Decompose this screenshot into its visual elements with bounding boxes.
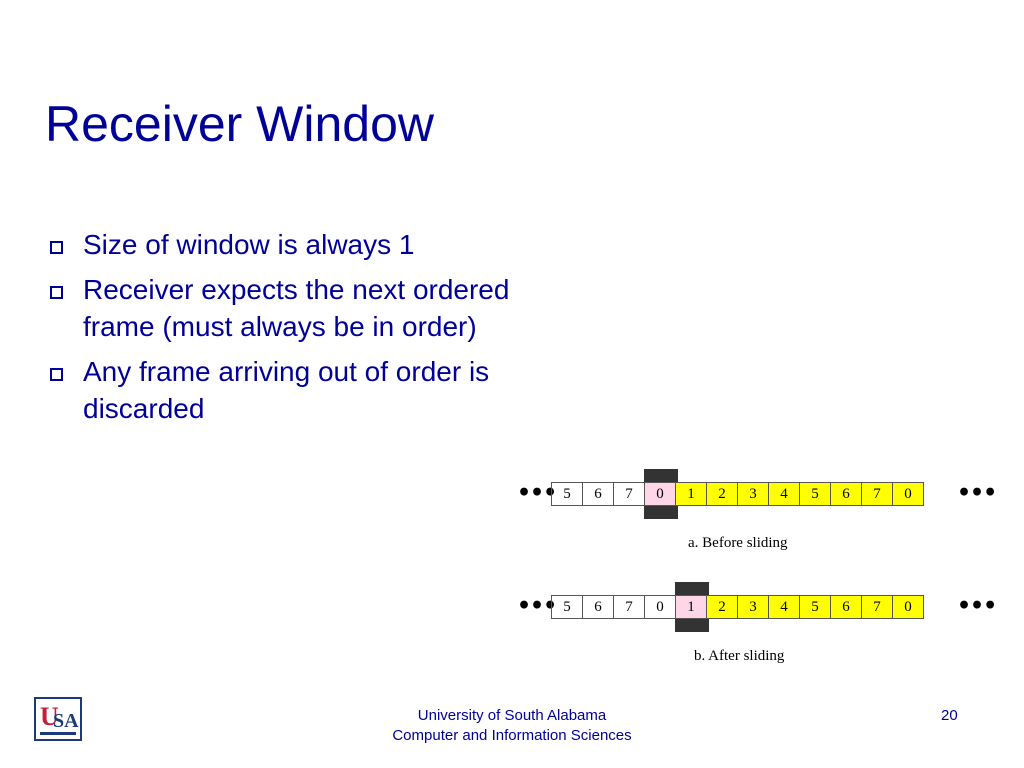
window-marker-top bbox=[644, 469, 678, 482]
frame-cell: 6 bbox=[830, 595, 862, 619]
frame-cell: 7 bbox=[861, 482, 893, 506]
frame-cell: 3 bbox=[737, 482, 769, 506]
frame-cell: 5 bbox=[551, 482, 583, 506]
square-bullet-icon bbox=[50, 286, 63, 299]
frame-cell: 6 bbox=[582, 482, 614, 506]
ellipsis-left: ••• bbox=[517, 480, 557, 506]
frame-cell: 4 bbox=[768, 482, 800, 506]
logo-letters-sa: SA bbox=[53, 710, 79, 732]
frame-number: 1 bbox=[687, 598, 695, 615]
frame-cell: 7 bbox=[613, 482, 645, 506]
bullet-list: Size of window is always 1 Receiver expe… bbox=[47, 226, 567, 435]
frame-cell: 0 bbox=[644, 469, 678, 519]
logo-letter-u: U bbox=[40, 702, 59, 731]
ellipsis-right: ••• bbox=[957, 593, 997, 619]
frame-cell: 5 bbox=[551, 595, 583, 619]
footer-institution: University of South Alabama Computer and… bbox=[312, 706, 712, 746]
slide-title: Receiver Window bbox=[45, 96, 435, 152]
bullet-item: Any frame arriving out of order is disca… bbox=[47, 353, 573, 427]
ellipsis-left: ••• bbox=[517, 593, 557, 619]
frame-cell: 5 bbox=[799, 482, 831, 506]
bullet-text: Size of window is always 1 bbox=[83, 229, 415, 260]
frame-cell: 2 bbox=[706, 595, 738, 619]
frame-cell: 3 bbox=[737, 595, 769, 619]
frame-cell: 6 bbox=[582, 595, 614, 619]
frame-cell: 2 bbox=[706, 482, 738, 506]
bullet-text: Receiver expects the next ordered frame … bbox=[83, 274, 510, 342]
frame-cell: 1 bbox=[675, 482, 707, 506]
frame-cell: 6 bbox=[830, 482, 862, 506]
bullet-item: Receiver expects the next ordered frame … bbox=[47, 271, 573, 345]
logo-underline bbox=[40, 732, 76, 735]
window-marker-bottom bbox=[644, 506, 678, 519]
frame-cell: 0 bbox=[892, 595, 924, 619]
window-marker-bottom bbox=[675, 619, 709, 632]
frame-cell: 0 bbox=[644, 595, 676, 619]
footer-department: Computer and Information Sciences bbox=[392, 727, 632, 744]
usa-logo: U SA bbox=[34, 697, 82, 741]
frame-cell: 0 bbox=[892, 482, 924, 506]
footer-university: University of South Alabama bbox=[417, 707, 607, 724]
before-sliding-caption: a. Before sliding bbox=[688, 535, 788, 551]
square-bullet-icon bbox=[50, 368, 63, 381]
bullet-text: Any frame arriving out of order is disca… bbox=[83, 356, 490, 424]
frame-cell: 7 bbox=[861, 595, 893, 619]
window-marker-top bbox=[675, 582, 709, 595]
ellipsis-right: ••• bbox=[957, 480, 997, 506]
after-sliding-caption: b. After sliding bbox=[694, 648, 785, 664]
frame-cell: 5 bbox=[799, 595, 831, 619]
frame-cell: 4 bbox=[768, 595, 800, 619]
page-number: 20 bbox=[941, 707, 958, 724]
frame-cell: 7 bbox=[613, 595, 645, 619]
square-bullet-icon bbox=[50, 241, 63, 254]
frame-number: 0 bbox=[656, 485, 664, 502]
frame-cell: 1 bbox=[675, 582, 709, 632]
bullet-item: Size of window is always 1 bbox=[47, 226, 563, 263]
